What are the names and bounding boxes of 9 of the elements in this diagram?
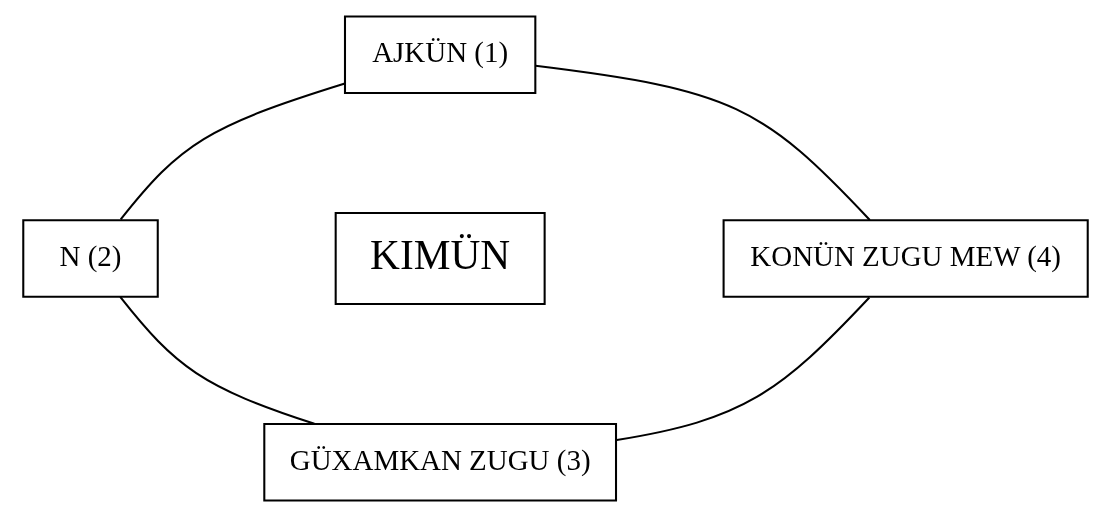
node-box: GÜXAMKAN ZUGU (3) (263, 422, 618, 502)
connector (616, 296, 871, 442)
node-box: KIMÜN (334, 211, 546, 306)
connector (535, 64, 871, 221)
connector (119, 296, 315, 425)
node-box: KONÜN ZUGU MEW (4) (722, 219, 1089, 298)
node-box: AJKÜN (1) (343, 15, 537, 95)
node-box: N (2) (22, 219, 159, 298)
connector (119, 82, 346, 221)
